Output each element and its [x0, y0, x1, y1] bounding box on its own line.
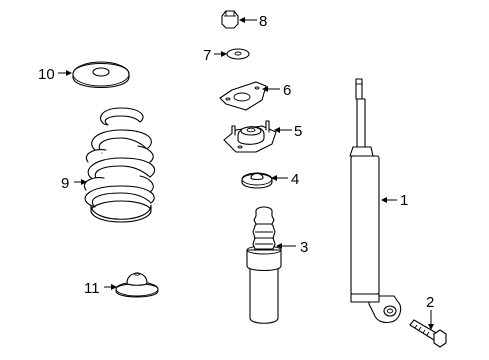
part-shock-absorber: [349, 78, 402, 324]
callout-8-label: 8: [259, 13, 267, 30]
callout-9-label: 9: [61, 175, 69, 192]
part-nut: [221, 10, 239, 29]
callout-4-label: 4: [291, 171, 299, 188]
callout-7-arrow: [221, 51, 227, 57]
callout-3-arrow: [276, 243, 282, 249]
part-bump-stop: [246, 206, 282, 324]
callout-1-arrow: [381, 197, 387, 203]
part-lower-insulator: [115, 272, 159, 298]
part-washer: [226, 48, 250, 60]
part-bolt: [409, 319, 447, 348]
callout-10-arrow: [66, 70, 72, 76]
part-mount-plate: [219, 81, 267, 111]
callout-2-label: 2: [426, 294, 434, 311]
callout-6-arrow: [262, 86, 268, 92]
callout-6-label: 6: [283, 82, 291, 99]
callout-3-label: 3: [300, 239, 308, 256]
callout-10-label: 10: [38, 66, 55, 83]
callout-1-label: 1: [400, 192, 408, 209]
part-upper-insulator: [72, 61, 130, 89]
callout-2-arrow: [428, 324, 434, 330]
part-coil-spring: [84, 107, 156, 223]
callout-8-arrow: [239, 17, 245, 23]
callout-7-label: 7: [203, 47, 211, 64]
callout-9-arrow: [81, 179, 87, 185]
callout-5-label: 5: [294, 123, 302, 140]
callout-5-arrow: [274, 127, 280, 133]
callout-11-label: 11: [84, 280, 100, 297]
part-spring-seat: [241, 172, 273, 189]
part-upper-mount: [223, 120, 277, 153]
callout-4-arrow: [271, 175, 277, 181]
callout-11-arrow: [111, 284, 117, 290]
